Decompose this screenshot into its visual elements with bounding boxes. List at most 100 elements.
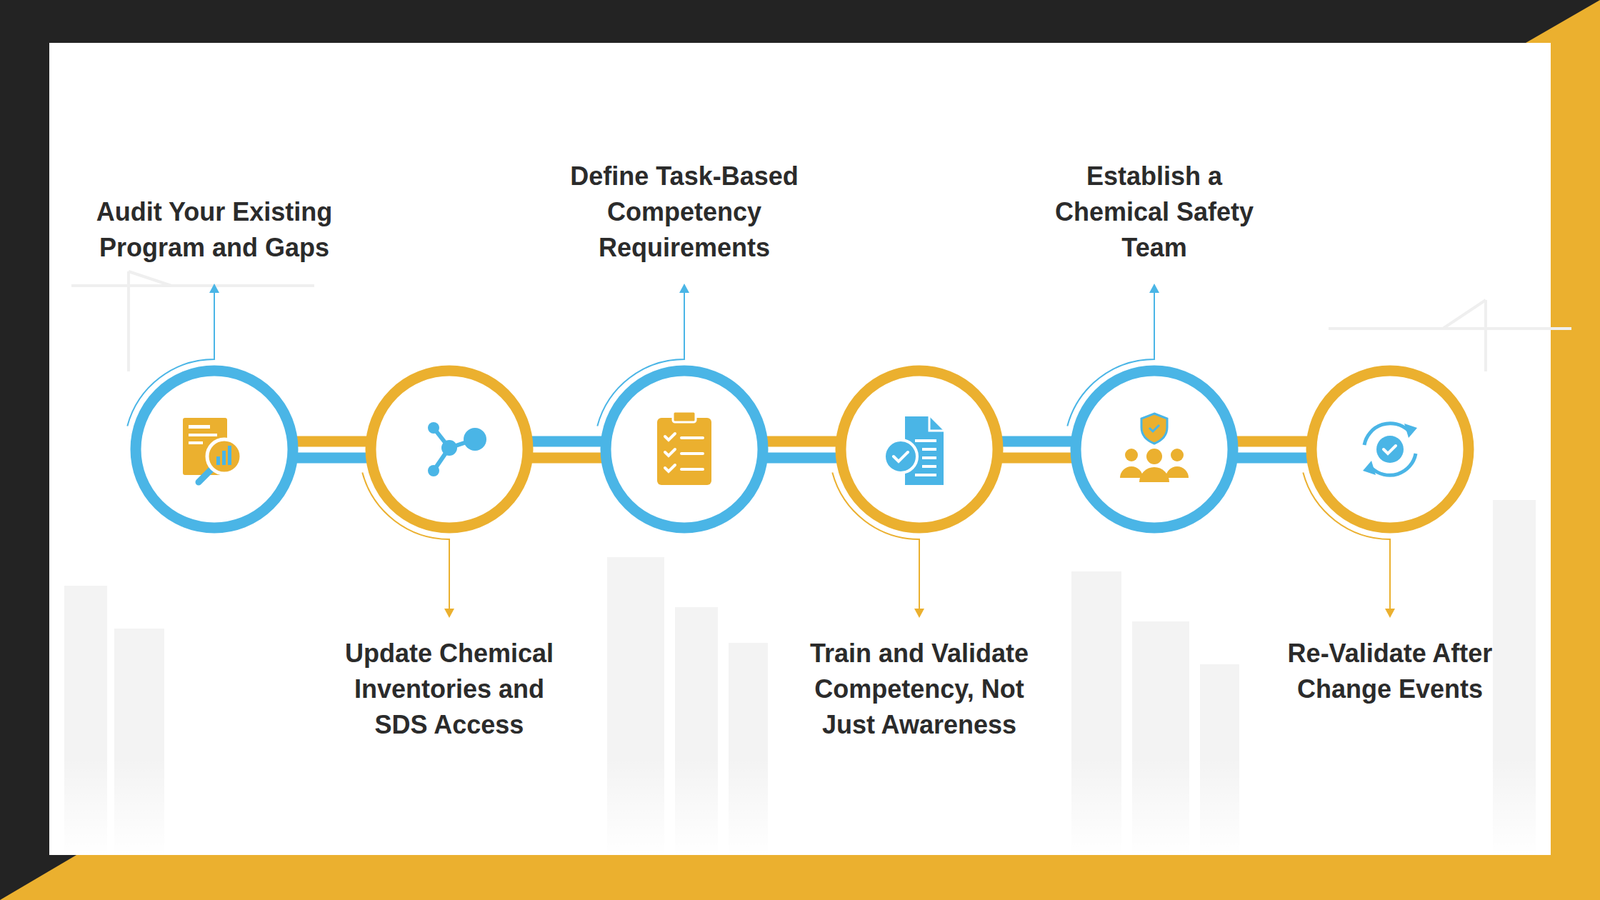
connector-stripe bbox=[294, 452, 370, 464]
circle-ring bbox=[370, 370, 528, 528]
magnifier-handle bbox=[198, 469, 212, 483]
circle-ring bbox=[840, 370, 998, 528]
document-fold bbox=[929, 416, 944, 431]
circle-ring bbox=[135, 370, 293, 528]
connector-stripe bbox=[294, 436, 370, 448]
icon-line bbox=[188, 425, 210, 429]
connector-stripe bbox=[764, 436, 840, 448]
atom bbox=[463, 427, 487, 451]
circle-outline bbox=[835, 365, 1004, 534]
arrowhead bbox=[1404, 423, 1418, 438]
circle-ring bbox=[605, 370, 763, 528]
arrowhead bbox=[1385, 608, 1395, 618]
fade bbox=[49, 757, 1551, 855]
check bbox=[665, 465, 675, 472]
check-badge bbox=[1376, 435, 1404, 463]
check-badge bbox=[884, 440, 918, 473]
step-circle: Audit Your Existing Program and Gaps bbox=[130, 365, 299, 534]
step-label: Audit Your Existing Program and Gaps bbox=[92, 194, 336, 266]
magnifier-icon bbox=[207, 439, 242, 474]
step-label-group: Establish a Chemical Safety Team bbox=[1032, 158, 1276, 266]
step-label-group: Re-Validate After Change Events bbox=[1268, 635, 1512, 708]
step-label-group: Audit Your Existing Program and Gaps bbox=[92, 194, 336, 266]
crane-line bbox=[1328, 300, 1572, 372]
step-decoration bbox=[1067, 283, 1189, 483]
head bbox=[1146, 448, 1163, 465]
circle-ring bbox=[1075, 370, 1233, 528]
arrowhead bbox=[679, 283, 690, 293]
step-label-group: Define Task-Based Competency Requirement… bbox=[562, 158, 806, 266]
circle-outline bbox=[600, 365, 769, 534]
connector-stripe bbox=[529, 436, 605, 448]
leader-line bbox=[597, 289, 685, 426]
arrowhead bbox=[914, 608, 925, 618]
atom bbox=[441, 440, 458, 456]
step-circle: Establish a Chemical Safety Team bbox=[1070, 365, 1239, 534]
arrowhead bbox=[444, 608, 455, 618]
step-circle: Re-Validate After Change Events bbox=[1305, 365, 1475, 534]
check bbox=[1149, 425, 1160, 432]
body bbox=[1165, 466, 1189, 478]
arrowhead bbox=[209, 283, 220, 293]
circle-outline bbox=[1070, 365, 1239, 534]
connector-bar bbox=[294, 441, 370, 458]
step-label-group: Update Chemical Inventories and SDS Acce… bbox=[327, 635, 571, 743]
step-label: Train and Validate Competency, Not Just … bbox=[797, 635, 1041, 743]
leader-line bbox=[1067, 289, 1155, 426]
connector-bar bbox=[764, 441, 840, 458]
leader-line bbox=[362, 472, 450, 613]
atom bbox=[427, 465, 440, 477]
icon-line bbox=[681, 452, 703, 455]
icon-line bbox=[922, 447, 937, 451]
circle-ring bbox=[1311, 370, 1469, 528]
circle-outline bbox=[130, 365, 299, 534]
connector-stripe bbox=[999, 436, 1075, 448]
leader-line bbox=[1302, 472, 1390, 613]
connector-bar bbox=[999, 441, 1075, 458]
icon-line bbox=[915, 439, 937, 443]
connector-bar bbox=[1234, 441, 1310, 458]
panel bbox=[49, 42, 1551, 855]
checklist bbox=[665, 433, 703, 472]
step-label-group: Train and Validate Competency, Not Just … bbox=[797, 635, 1041, 743]
clipboard-clip bbox=[672, 411, 696, 423]
connector-stripe bbox=[1234, 436, 1310, 448]
check bbox=[665, 449, 675, 456]
icon-line bbox=[681, 467, 703, 471]
connector-stripe bbox=[999, 452, 1075, 464]
head bbox=[1170, 448, 1184, 462]
circle-outline bbox=[365, 365, 534, 534]
icon-line bbox=[681, 436, 703, 440]
head bbox=[1125, 448, 1138, 462]
icon-line bbox=[922, 456, 937, 460]
step-label: Establish a Chemical Safety Team bbox=[1032, 158, 1276, 266]
step-decoration bbox=[127, 283, 242, 483]
icon-line bbox=[188, 433, 218, 437]
atom bbox=[427, 422, 440, 434]
circle-outline bbox=[1305, 365, 1475, 534]
leader-line bbox=[832, 472, 920, 613]
check bbox=[665, 433, 675, 440]
connector-stripe bbox=[1234, 452, 1310, 464]
icon-line bbox=[188, 441, 203, 445]
bar bbox=[216, 456, 220, 465]
step-label: Re-Validate After Change Events bbox=[1268, 635, 1512, 708]
icon-line bbox=[915, 473, 937, 477]
step-decoration bbox=[597, 283, 712, 485]
connector-stripe bbox=[764, 452, 840, 464]
arrowhead bbox=[1149, 283, 1160, 293]
step-circle: Train and Validate Competency, Not Just … bbox=[835, 365, 1004, 534]
step-circle: Update Chemical Inventories and SDS Acce… bbox=[365, 365, 534, 534]
check bbox=[1383, 445, 1396, 454]
clipboard-icon bbox=[657, 417, 712, 485]
icon-line bbox=[922, 465, 937, 468]
team-icon bbox=[1120, 448, 1189, 483]
check bbox=[893, 452, 908, 462]
crane bbox=[71, 271, 1572, 372]
bar bbox=[227, 445, 232, 465]
connector-bar bbox=[529, 441, 605, 458]
molecule-icon bbox=[427, 422, 487, 477]
